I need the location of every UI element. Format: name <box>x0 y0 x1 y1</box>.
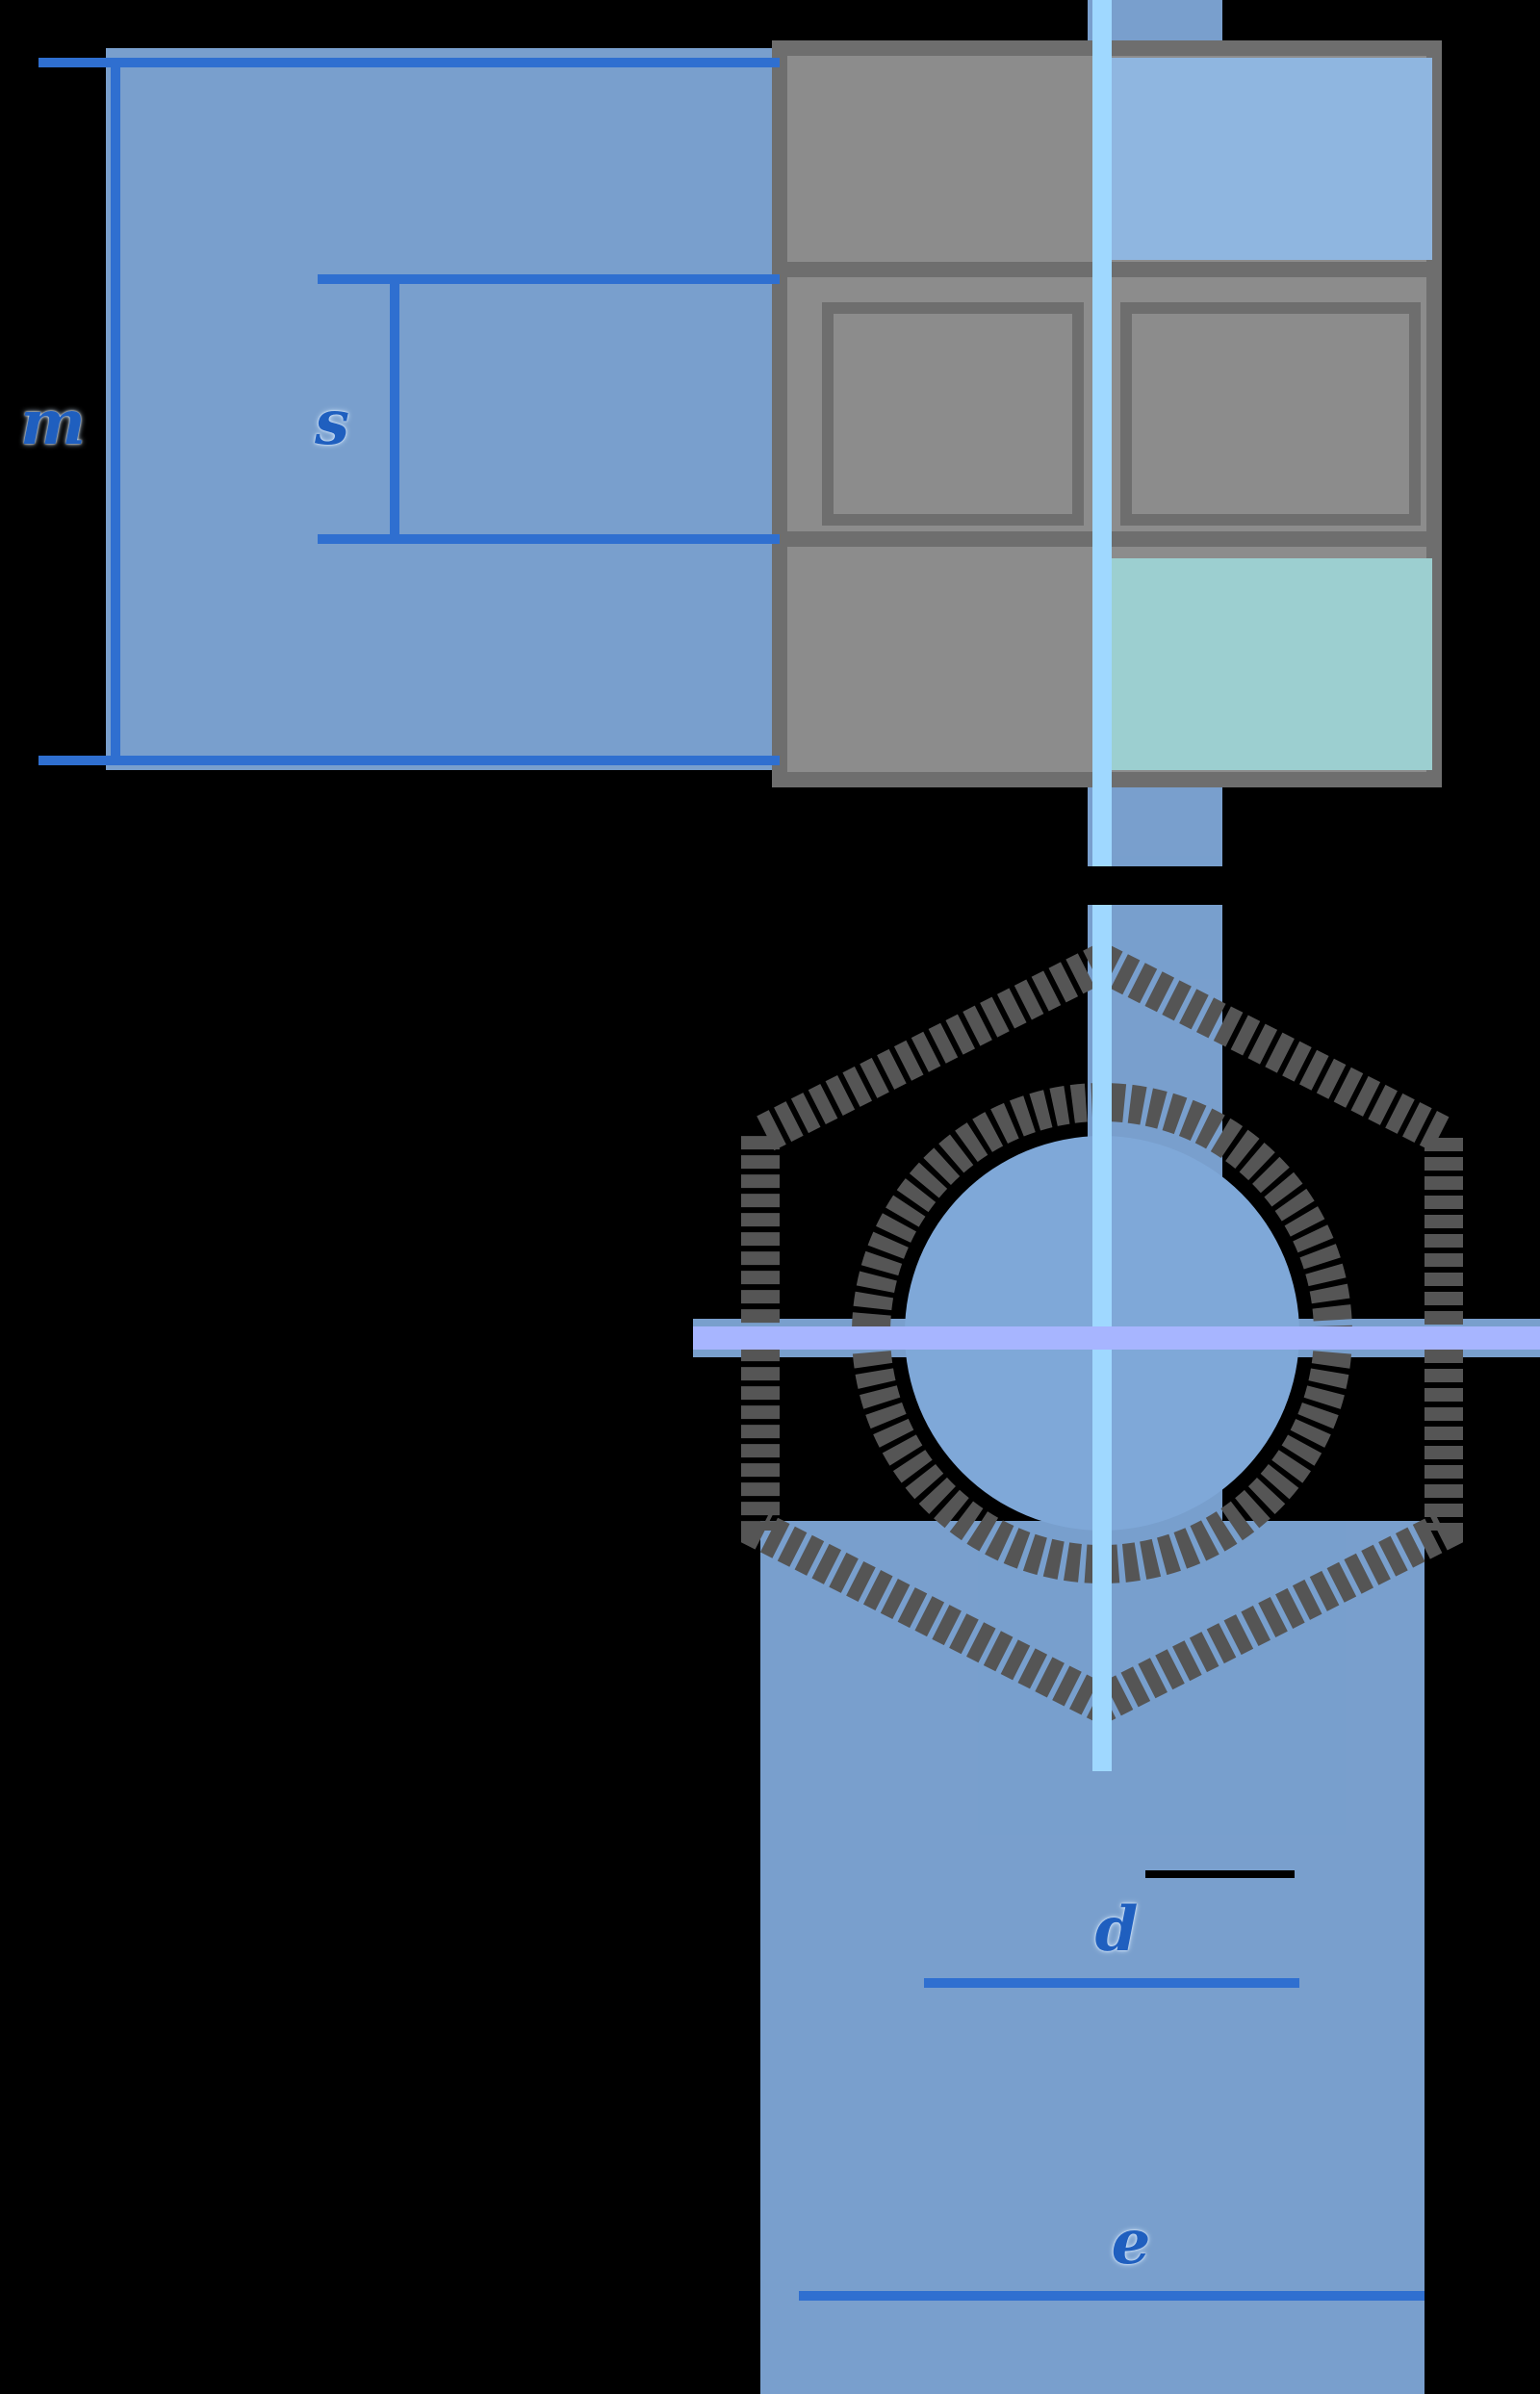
dimension-label-overall-height: m <box>20 387 86 459</box>
dimension-label-across-flats: e <box>1111 2206 1151 2278</box>
dimension-lines <box>38 58 1424 2301</box>
dimension-label-thread-length: s <box>314 387 350 459</box>
dimension-label-inner-diameter: d <box>1094 1893 1139 1966</box>
